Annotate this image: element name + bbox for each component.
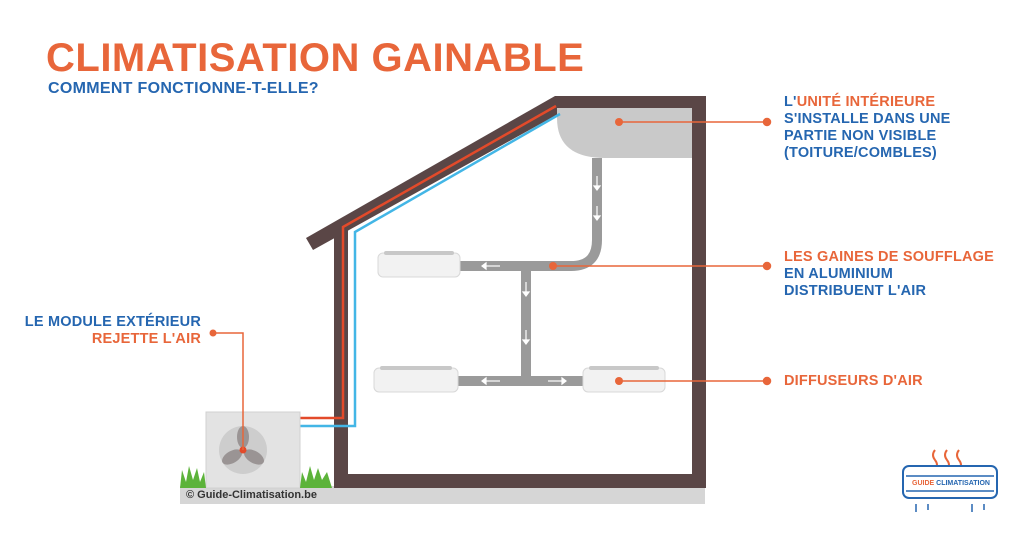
label-ducts-line2: EN ALUMINIUM [784,266,893,282]
label-indoor-line4: (TOITURE/COMBLES) [784,145,937,161]
outdoor-unit [205,411,301,489]
logo-unit [902,465,998,499]
label-ducts-line1: LES GAINES DE SOUFFLAGE [784,249,995,265]
logo-word-guide: GUIDE [912,480,935,487]
logo-word-climatisation: CLIMATISATION [936,480,990,487]
label-ducts: LES GAINES DE SOUFFLAGE EN ALUMINIUM DIS… [784,249,994,300]
diffuser-lower-right [582,366,666,393]
label-ducts-line3: DISTRIBUENT L'AIR [784,283,927,299]
page-subtitle: COMMENT FONCTIONNE-T-ELLE? [48,80,319,97]
leader-lines [209,117,772,450]
logo-text: GUIDE CLIMATISATION [912,480,990,487]
ducts [458,158,602,386]
label-outdoor-line2: REJETTE L'AIR [91,331,201,347]
label-outdoor-line1: LE MODULE EXTÉRIEUR [24,314,201,330]
label-outdoor: LE MODULE EXTÉRIEUR REJETTE L'AIR [25,314,201,348]
diffuser-upper [377,251,461,278]
copyright: © Guide-Climatisation.be [186,489,317,501]
logo [902,449,998,512]
label-indoor-highlight: UNITÉ INTÉRIEURE [796,94,936,110]
indoor-unit [557,108,692,158]
label-diffusers: DIFFUSEURS D'AIR [784,373,923,390]
page-title: CLIMATISATION GAINABLE [46,36,585,80]
label-indoor-line3: PARTIE NON VISIBLE [784,128,937,144]
grass [180,466,332,488]
label-indoor-line2: S'INSTALLE DANS UNE [784,111,951,127]
diffuser-lower-left [373,366,459,393]
duct-arrows [481,176,602,386]
ground [180,486,705,504]
label-indoor-unit: L'UNITÉ INTÉRIEURE S'INSTALLE DANS UNE P… [784,94,951,162]
label-diffusers-line1: DIFFUSEURS D'AIR [784,373,923,389]
label-indoor-prefix: L' [784,94,797,110]
